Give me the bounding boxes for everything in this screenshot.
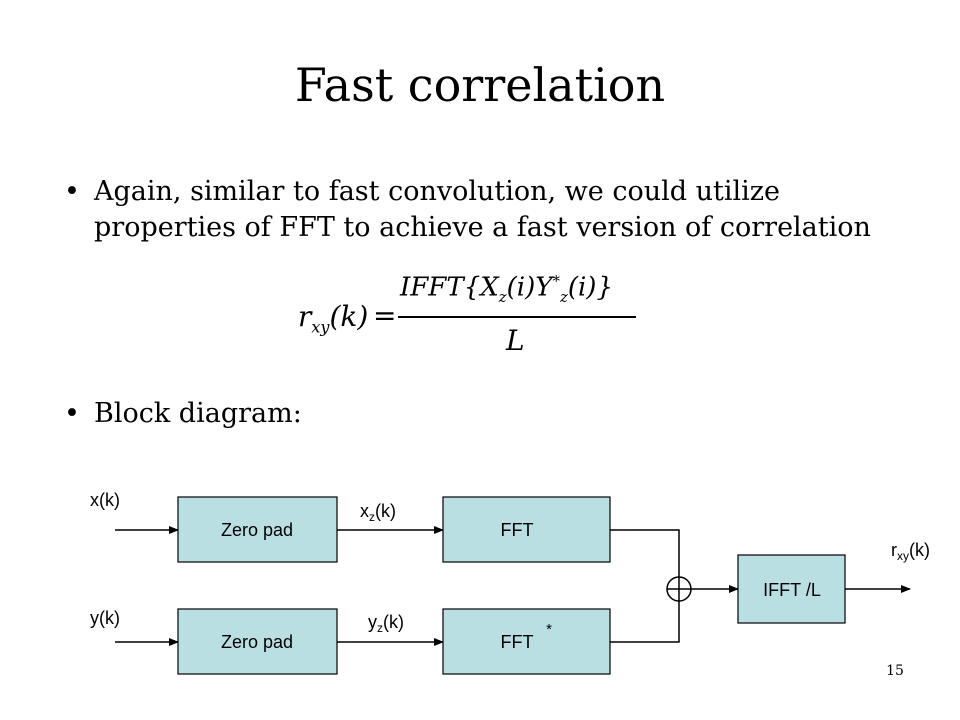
bullet-dot-icon: • [64,176,80,207]
fraction-bar [398,316,636,318]
multiplier-icon [666,576,692,602]
ifft-block: IFFT /L [737,554,846,624]
zero-pad-block-y: Zero pad [177,608,338,675]
fft-y-to-multiplier-line [610,601,680,643]
fft-block-x: FFT [442,496,611,563]
block-label: IFFT /L [763,580,821,600]
bullet-dot-icon: • [64,398,80,429]
slide-title: Fast correlation [294,58,666,112]
formula-equals: = [373,299,397,332]
bullet-item: • Block diagram: [64,396,664,432]
bullet-item: • Again, similar to fast convolution, we… [64,174,904,246]
page-number: 15 [886,663,904,679]
zero-pad-block-x: Zero pad [177,496,338,563]
block-label: FFT [501,632,534,652]
yz-signal-label: yz(k) [368,612,404,635]
bullet-text: Again, similar to fast convolution, we c… [94,176,871,243]
input-x-label: x(k) [90,490,120,510]
formula-lhs: rxy(k) [298,300,369,337]
block-label: FFT [501,520,534,540]
output-label: rxy(k) [891,540,930,563]
fft-block-y: FFT * [442,608,611,675]
conjugate-marker: * [546,621,552,638]
bullet-text: Block diagram: [94,398,302,429]
formula-numerator: IFFT{Xz(i)Y*z(i)} [400,272,613,306]
xz-signal-label: xz(k) [360,501,396,524]
block-label: Zero pad [221,632,293,652]
correlation-formula: rxy(k) = IFFT{Xz(i)Y*z(i)} L [298,272,658,362]
formula-denominator: L [506,324,525,357]
block-label: Zero pad [221,520,293,540]
fft-x-to-multiplier-line [610,529,680,577]
input-y-label: y(k) [90,608,120,628]
